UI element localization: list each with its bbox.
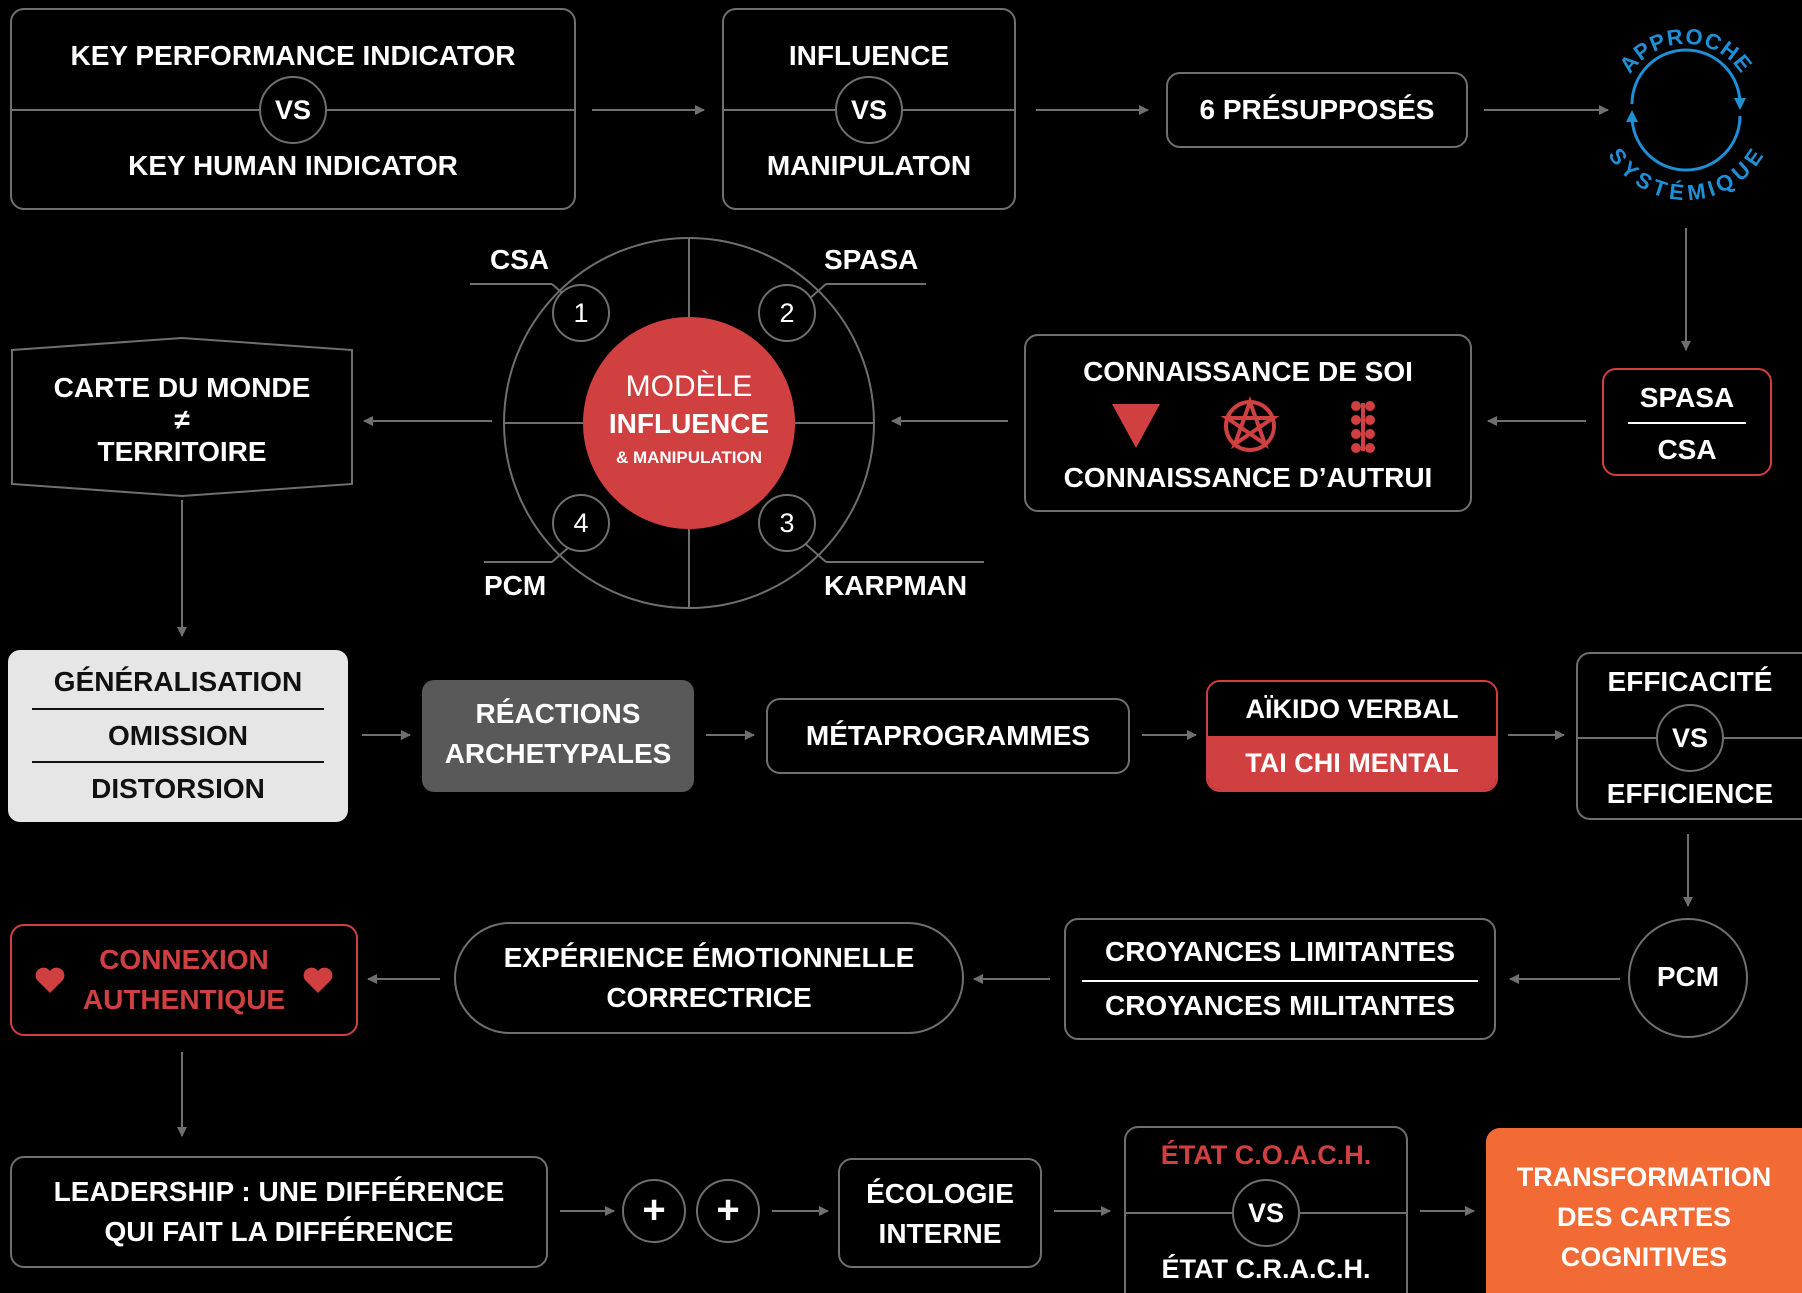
carte-line2: ≠ [174,404,190,435]
leadership-line2: QUI FAIT LA DIFFÉRENCE [104,1216,454,1247]
croyances-bottom-text: CROYANCES MILITANTES [1104,990,1456,1021]
model-title-line2: INFLUENCE [608,408,770,439]
metaprogrammes-text: MÉTAPROGRAMMES [805,720,1091,751]
connaissance-bottom-text: CONNAISSANCE D’AUTRUI [1063,462,1433,493]
ecologie-box: ÉCOLOGIE INTERNE [838,1158,1042,1268]
carte-line1: CARTE DU MONDE [53,372,311,403]
triangle-down-icon [1112,404,1160,448]
generalisation-text: GÉNÉRALISATION [53,666,303,697]
etat-box: ÉTAT C.O.A.C.H. VS ÉTAT C.R.A.C.H. [1124,1126,1408,1293]
efficacite-top-text: EFFICACITÉ [1607,666,1773,697]
carte-banner-shape [11,336,353,498]
connexion-line1: CONNEXION [99,944,269,975]
model-title-line3: & MANIPULATION [615,448,763,467]
etat-top-text: ÉTAT C.O.A.C.H. [1160,1140,1372,1170]
model-label-karpman: KARPMAN [824,570,968,601]
presupposes-text: 6 PRÉSUPPOSÉS [1199,94,1435,125]
transformation-line1: TRANSFORMATION [1516,1162,1772,1192]
aikido-bottom-text: TAI CHI MENTAL [1245,748,1459,778]
influence-box: INFLUENCE VS MANIPULATON [722,8,1016,210]
aikido-top-band [1208,682,1496,736]
model-label-pcm: PCM [484,570,547,601]
connexion-box: CONNEXION AUTHENTIQUE [10,924,358,1036]
kpi-box: KEY PERFORMANCE INDICATOR VS KEY HUMAN I… [10,8,576,210]
influence-vs-badge: VS [835,76,903,144]
croyances-box: CROYANCES LIMITANTES CROYANCES MILITANTE… [1064,918,1496,1040]
aikido-top-text: AÏKIDO VERBAL [1245,694,1459,724]
efficacite-bottom-text: EFFICIENCE [1606,778,1774,809]
carte-banner: CARTE DU MONDE ≠ TERRITOIRE [10,336,354,504]
model-number-3: 3 [758,494,816,552]
ecologie-line2: INTERNE [878,1218,1002,1249]
transformation-line2: DES CARTES [1556,1202,1732,1232]
model-wheel: MODÈLE INFLUENCE & MANIPULATION 1 2 3 4 [496,230,882,616]
generalisation-box: GÉNÉRALISATION OMISSION DISTORSION [8,650,348,822]
model-number-1: 1 [552,284,610,342]
aikido-box: AÏKIDO VERBAL TAI CHI MENTAL [1206,680,1498,792]
enneagram-icon [1220,396,1280,452]
spasa-text: SPASA [1639,382,1735,413]
kpi-top-text: KEY PERFORMANCE INDICATOR [70,40,516,71]
distorsion-text: DISTORSION [91,773,265,804]
systemic-approach-badge: APPROCHE SYSTÉMIQUE [1596,0,1776,220]
connaissance-box: CONNAISSANCE DE SOI CONNAISSANCE D’AUTRU… [1024,334,1472,512]
omission-text: OMISSION [107,720,248,751]
systemic-labels: APPROCHE SYSTÉMIQUE [1603,24,1767,206]
leadership-line1: LEADERSHIP : UNE DIFFÉRENCE [53,1176,505,1207]
presupposes-box: 6 PRÉSUPPOSÉS [1166,72,1468,148]
leadership-box: LEADERSHIP : UNE DIFFÉRENCE QUI FAIT LA … [10,1156,548,1268]
connexion-line2: AUTHENTIQUE [82,984,286,1015]
reactions-line1: RÉACTIONS [475,698,641,729]
influence-bottom-text: MANIPULATON [766,150,972,181]
spasa-csa-box: SPASA CSA [1602,368,1772,476]
spasa-divider [1628,422,1746,424]
croyances-divider [1082,980,1478,982]
generalisation-divider-2 [32,761,324,763]
connaissance-top-text: CONNAISSANCE DE SOI [1083,356,1413,387]
model-title-line1: MODÈLE [625,370,753,403]
plus-circle-2: + [696,1179,760,1243]
efficacite-vs-badge: VS [1656,704,1724,772]
heart-icon-right [303,967,333,993]
experience-line2: CORRECTRICE [606,982,812,1013]
influence-top-text: INFLUENCE [788,40,950,71]
croyances-top-text: CROYANCES LIMITANTES [1104,936,1456,967]
model-number-2: 2 [758,284,816,342]
transformation-line3: COGNITIVES [1560,1242,1728,1272]
model-label-spasa: SPASA [824,244,919,275]
generalisation-divider-1 [32,708,324,710]
etat-vs-badge: VS [1232,1179,1300,1247]
aikido-bottom-band [1208,736,1496,790]
systemic-cycle-icon [1626,48,1746,172]
experience-line1: EXPÉRIENCE ÉMOTIONNELLE [503,942,915,973]
dominoes-icon [1351,401,1375,453]
transformation-box: TRANSFORMATION DES CARTES COGNITIVES [1486,1128,1802,1293]
model-label-csa: CSA [490,244,550,275]
model-number-4: 4 [552,494,610,552]
reactions-box: RÉACTIONS ARCHETYPALES [422,680,694,792]
etat-bottom-text: ÉTAT C.R.A.C.H. [1161,1254,1371,1284]
kpi-bottom-text: KEY HUMAN INDICATOR [128,150,458,181]
kpi-vs-badge: VS [259,76,327,144]
experience-box: EXPÉRIENCE ÉMOTIONNELLE CORRECTRICE [454,922,964,1034]
efficacite-box: EFFICACITÉ VS EFFICIENCE [1576,652,1802,820]
carte-line3: TERRITOIRE [97,436,267,467]
metaprogrammes-box: MÉTAPROGRAMMES [766,698,1130,774]
heart-icon-left [35,967,65,993]
pcm-text: PCM [1656,961,1720,992]
ecologie-line1: ÉCOLOGIE [866,1178,1014,1209]
csa-text: CSA [1657,434,1717,465]
reactions-line2: ARCHETYPALES [444,738,672,769]
pcm-circle: PCM [1628,918,1748,1038]
plus-circle-1: + [622,1179,686,1243]
